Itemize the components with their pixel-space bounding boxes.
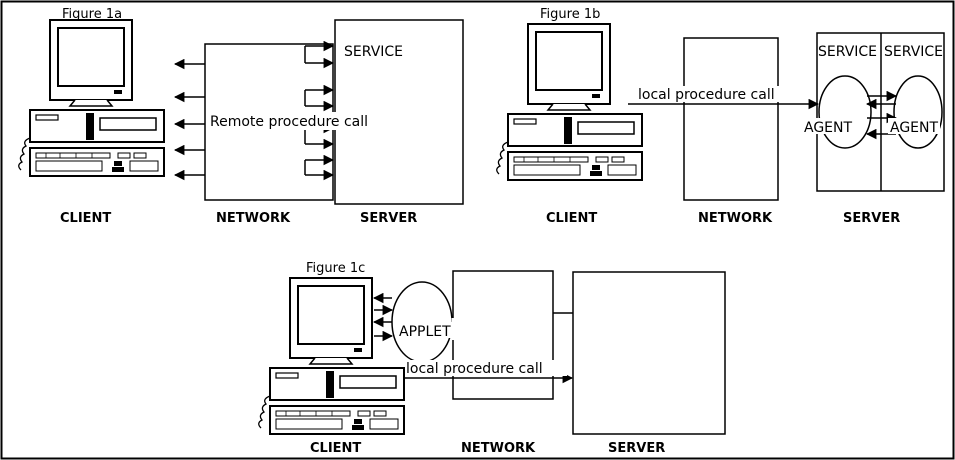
client-computer-icon [495,23,643,181]
client-computer-icon [257,277,405,435]
server-caption: SERVER [360,211,417,226]
client-caption: CLIENT [60,211,111,226]
service-left-label: SERVICE [818,44,877,60]
applet-label: APPLET [399,324,451,340]
agent-left-label: AGENT [804,120,852,136]
network-caption: NETWORK [216,211,291,226]
figure-1b: Figure 1b SERVICE SERVICE local procedur… [495,7,945,226]
network-caption: NETWORK [698,211,773,226]
server-caption: SERVER [608,441,665,456]
figure-1c-title: Figure 1c [306,261,365,276]
remote-call-label: Remote procedure call [210,114,368,130]
local-call-label: local procedure call [406,361,543,377]
agent-left [818,75,872,149]
network-box [683,37,779,201]
network-box [452,270,554,400]
agent-right-label: AGENT [890,120,938,136]
figure-1b-title: Figure 1b [540,7,600,22]
figure-1a-title: Figure 1a [62,7,122,22]
service-right-label: SERVICE [884,44,943,60]
server-caption: SERVER [843,211,900,226]
server-box [572,271,726,435]
client-computer-icon [17,19,166,177]
network-caption: NETWORK [461,441,536,456]
client-caption: CLIENT [310,441,361,456]
figure-1c: Figure 1c APPLET local procedure call CL… [257,261,726,456]
local-call-label: local procedure call [638,87,775,103]
figure-1a: Figure 1a SERVICE Remote procedure call … [17,7,464,226]
agent-right [893,75,943,149]
client-caption: CLIENT [546,211,597,226]
service-label: SERVICE [344,44,403,60]
